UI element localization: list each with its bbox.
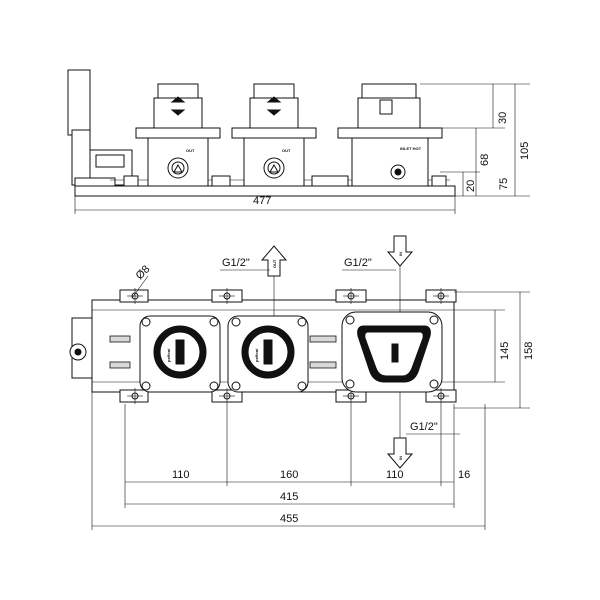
dim-g3: G1/2" xyxy=(410,421,438,433)
front-view: paffoni paffoni xyxy=(69,235,535,530)
dim-110b: 110 xyxy=(386,469,404,481)
dim-455: 455 xyxy=(280,513,298,525)
dim-d8: Ø8 xyxy=(134,263,153,282)
dim-75: 75 xyxy=(498,178,510,190)
dim-68: 68 xyxy=(479,154,491,166)
out-arrow: OUT xyxy=(260,245,288,277)
valve-body-3: INLET HOT xyxy=(337,83,443,187)
dim-415: 415 xyxy=(280,491,298,503)
dim-145: 145 xyxy=(499,342,511,360)
in-arrow-bottom-label: IN xyxy=(398,456,403,460)
valve-body-2: OUT xyxy=(231,83,317,187)
valve-body-1: OUT xyxy=(135,83,221,187)
dim-158: 158 xyxy=(523,342,535,360)
in-arrow-top: IN xyxy=(386,235,414,267)
in-arrow-bottom: IN xyxy=(386,437,414,469)
dim-477: 477 xyxy=(253,195,271,207)
brand-1: paffoni xyxy=(166,349,171,362)
side-view: OUT OUT INLET HOT xyxy=(67,69,531,214)
inlet-label: INLET HOT xyxy=(400,146,422,151)
dim-g1: G1/2" xyxy=(222,257,250,269)
brand-2: paffoni xyxy=(254,349,259,362)
dim-160: 160 xyxy=(280,469,298,481)
dim-20: 20 xyxy=(465,180,477,192)
in-arrow-top-label: IN xyxy=(398,252,403,256)
dim-110a: 110 xyxy=(172,469,190,481)
dim-105: 105 xyxy=(519,142,531,160)
out-label-2: OUT xyxy=(282,148,291,153)
out-arrow-label: OUT xyxy=(272,259,277,268)
valve-plate-2: paffoni xyxy=(227,315,309,393)
out-label-1: OUT xyxy=(186,148,195,153)
dim-g2: G1/2" xyxy=(344,257,372,269)
dim-30: 30 xyxy=(497,112,509,124)
valve-plate-3 xyxy=(341,311,443,393)
dim-16: 16 xyxy=(458,469,470,481)
valve-plate-1: paffoni xyxy=(139,315,221,393)
